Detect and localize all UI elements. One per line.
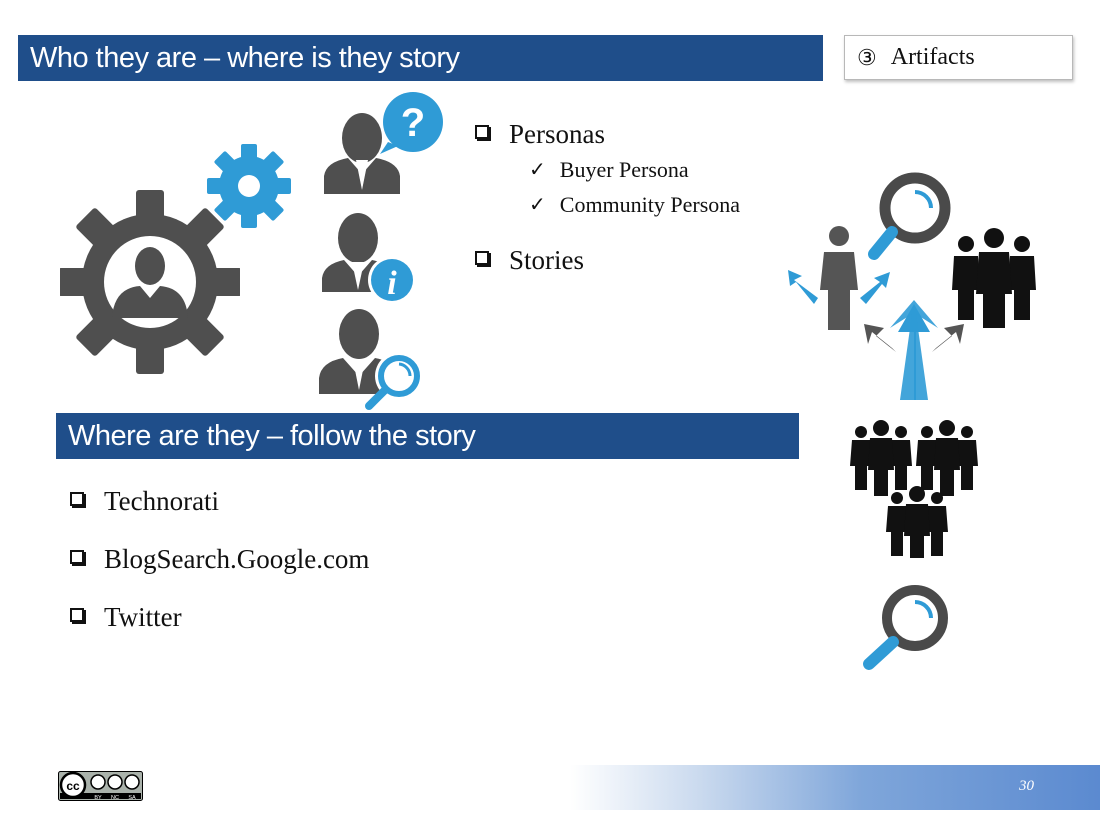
people-direction-search-icon (788, 172, 1036, 400)
list-item-blogsearch: BlogSearch.Google.com (70, 530, 369, 588)
person-question-icon: ? (324, 92, 443, 194)
license-sa-label: SA (128, 795, 136, 801)
checkbox-bullet-icon (475, 251, 489, 265)
checkbox-bullet-icon (70, 492, 84, 506)
list-item-label: Twitter (104, 601, 182, 632)
checkbox-bullet-icon (70, 608, 84, 622)
list-item-label: Technorati (104, 485, 220, 516)
checkmark-icon: ✓ (529, 159, 546, 181)
list-item-personas: Personas (475, 116, 740, 152)
artifacts-label: Artifacts (890, 44, 975, 70)
checkbox-bullet-icon (70, 550, 84, 564)
list-item-stories: Stories (475, 242, 740, 278)
checkbox-bullet-icon (475, 125, 489, 139)
sub-item-community-persona: ✓ Community Persona (475, 187, 740, 222)
person-search-icon (319, 309, 423, 410)
section-header-where: Where are they – follow the story (56, 413, 799, 459)
section-title-where: Where are they – follow the story (68, 419, 476, 452)
svg-text:cc: cc (66, 779, 80, 793)
personas-sublist-wrapper: ✓ Buyer Persona ✓ Community Persona (475, 152, 740, 222)
section-header-who: Who they are – where is they story (18, 35, 823, 81)
sub-item-label: Buyer Persona (559, 156, 689, 182)
artifacts-callout: ③ Artifacts (844, 35, 1073, 80)
person-info-icon: i (322, 213, 416, 304)
section-title-who: Who they are – where is they story (30, 41, 460, 74)
license-nc-label: NC (111, 795, 119, 801)
circled-number-three: ③ (857, 44, 877, 70)
list-item-technorati: Technorati (70, 472, 369, 530)
personas-list: Personas ✓ Buyer Persona ✓ Community Per… (475, 116, 740, 278)
crowd-icon (850, 420, 978, 558)
list-item-label: BlogSearch.Google.com (104, 543, 370, 574)
sub-item-label: Community Persona (559, 191, 741, 217)
cc-license-badge: cc BY NC SA (58, 771, 143, 801)
sub-item-buyer-persona: ✓ Buyer Persona (475, 152, 740, 187)
license-by-label: BY (94, 795, 102, 801)
where-list: Technorati BlogSearch.Google.com Twitter (70, 472, 369, 646)
page-number: 30 (1019, 778, 1034, 794)
personas-sublist: ✓ Buyer Persona ✓ Community Persona (475, 152, 740, 222)
list-item-twitter: Twitter (70, 588, 369, 646)
blue-gear-icon (207, 144, 291, 228)
gear-person-icon (60, 190, 240, 374)
footer-gradient-bar (570, 765, 1100, 810)
checkmark-icon: ✓ (529, 194, 546, 216)
svg-text:i: i (387, 265, 397, 302)
list-item-label: Stories (509, 244, 585, 275)
svg-text:?: ? (401, 101, 425, 145)
magnifier-icon (863, 585, 948, 670)
list-item-label: Personas (509, 118, 605, 149)
